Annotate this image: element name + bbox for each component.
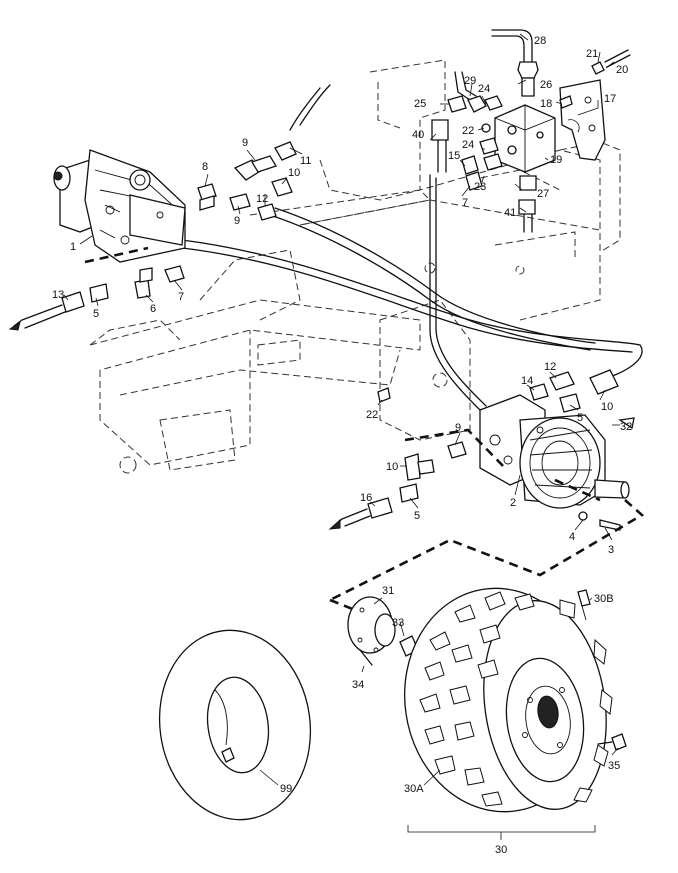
assembly-bracket: [407, 825, 596, 840]
flow-arrows: [8, 319, 343, 530]
assembly-connectors: [84, 246, 645, 612]
callout-5-front: 5: [93, 308, 99, 320]
callout-26: 26: [540, 79, 552, 91]
callout-12-front: 12: [256, 193, 268, 205]
tire-and-wheel: [403, 587, 627, 813]
callout-31: 31: [382, 585, 394, 597]
callout-34: 34: [352, 679, 364, 691]
callout-99: 99: [280, 783, 292, 795]
callout-8: 8: [202, 161, 208, 173]
callout-18: 18: [540, 98, 552, 110]
callout-35: 35: [608, 760, 620, 772]
callout-23: 23: [474, 181, 486, 193]
callout-32: 32: [620, 421, 632, 433]
callout-24-lower: 24: [462, 139, 474, 151]
frame-phantom: [89, 59, 621, 474]
callout-3: 3: [608, 544, 614, 556]
callout-28: 28: [534, 35, 546, 47]
callout-16: 16: [360, 492, 372, 504]
callout-25: 25: [414, 98, 426, 110]
callout-17: 17: [604, 93, 616, 105]
callout-40: 40: [412, 129, 424, 141]
callout-30: 30: [495, 844, 507, 856]
callout-4: 4: [569, 531, 575, 543]
callout-22-rear: 22: [366, 409, 378, 421]
wheel-hub: [347, 596, 419, 666]
callout-9-mid: 9: [234, 215, 240, 227]
callout-24-upper: 24: [478, 83, 490, 95]
rear-hydraulic-motor: [479, 394, 630, 509]
callout-15: 15: [448, 150, 460, 162]
callout-9-top: 9: [242, 137, 248, 149]
callout-12-rear: 12: [544, 361, 556, 373]
callout-7-top: 7: [462, 197, 468, 209]
callout-33: 33: [392, 617, 404, 629]
callout-29: 29: [464, 75, 476, 87]
callout-19: 19: [550, 154, 562, 166]
callout-2: 2: [510, 497, 516, 509]
hydraulic-lines: [181, 29, 643, 411]
callout-14: 14: [521, 375, 533, 387]
callout-41: 41: [504, 207, 516, 219]
callout-10-front: 10: [288, 167, 300, 179]
callout-9-rear: 9: [455, 422, 461, 434]
callout-1: 1: [70, 241, 76, 253]
callout-5-rear-upper: 5: [577, 412, 583, 424]
callout-30b: 30B: [594, 593, 614, 605]
fittings: [21, 49, 635, 531]
callout-27: 27: [537, 188, 549, 200]
callout-30a: 30A: [404, 783, 424, 795]
callout-10-rear-right: 10: [601, 401, 613, 413]
leader-lines: [63, 33, 620, 786]
callout-11: 11: [300, 155, 311, 167]
callout-5-rear-lower: 5: [414, 510, 420, 522]
callout-labels: 1 2 3 4 5 5 5 6 7 7 8 9 9 9 10 10 10 11 …: [52, 35, 632, 856]
callout-21: 21: [586, 48, 598, 60]
callout-20: 20: [616, 64, 628, 76]
callout-22-top: 22: [462, 125, 474, 137]
inner-tube: [158, 629, 312, 821]
callout-13: 13: [52, 289, 64, 301]
callout-7-front: 7: [178, 291, 184, 303]
callout-10-rear-left: 10: [386, 461, 398, 473]
front-hydraulic-motor: [53, 149, 186, 263]
callout-6: 6: [150, 303, 156, 315]
